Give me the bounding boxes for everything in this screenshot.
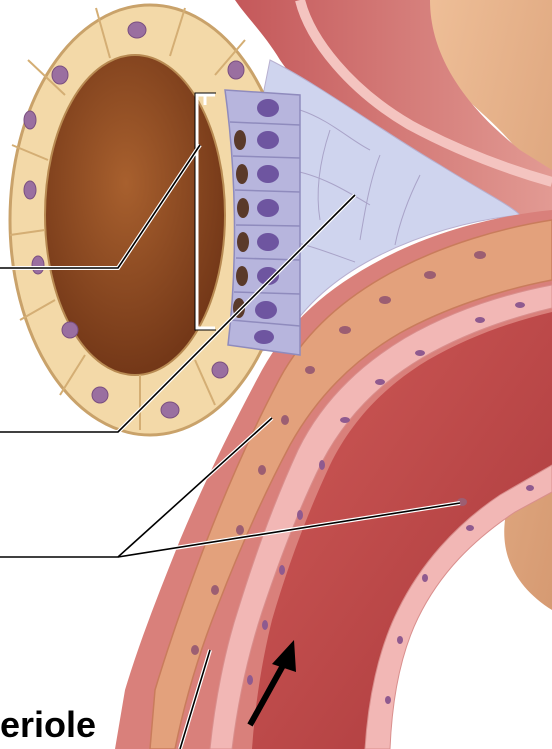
arteriole-label: eriole	[0, 704, 96, 746]
